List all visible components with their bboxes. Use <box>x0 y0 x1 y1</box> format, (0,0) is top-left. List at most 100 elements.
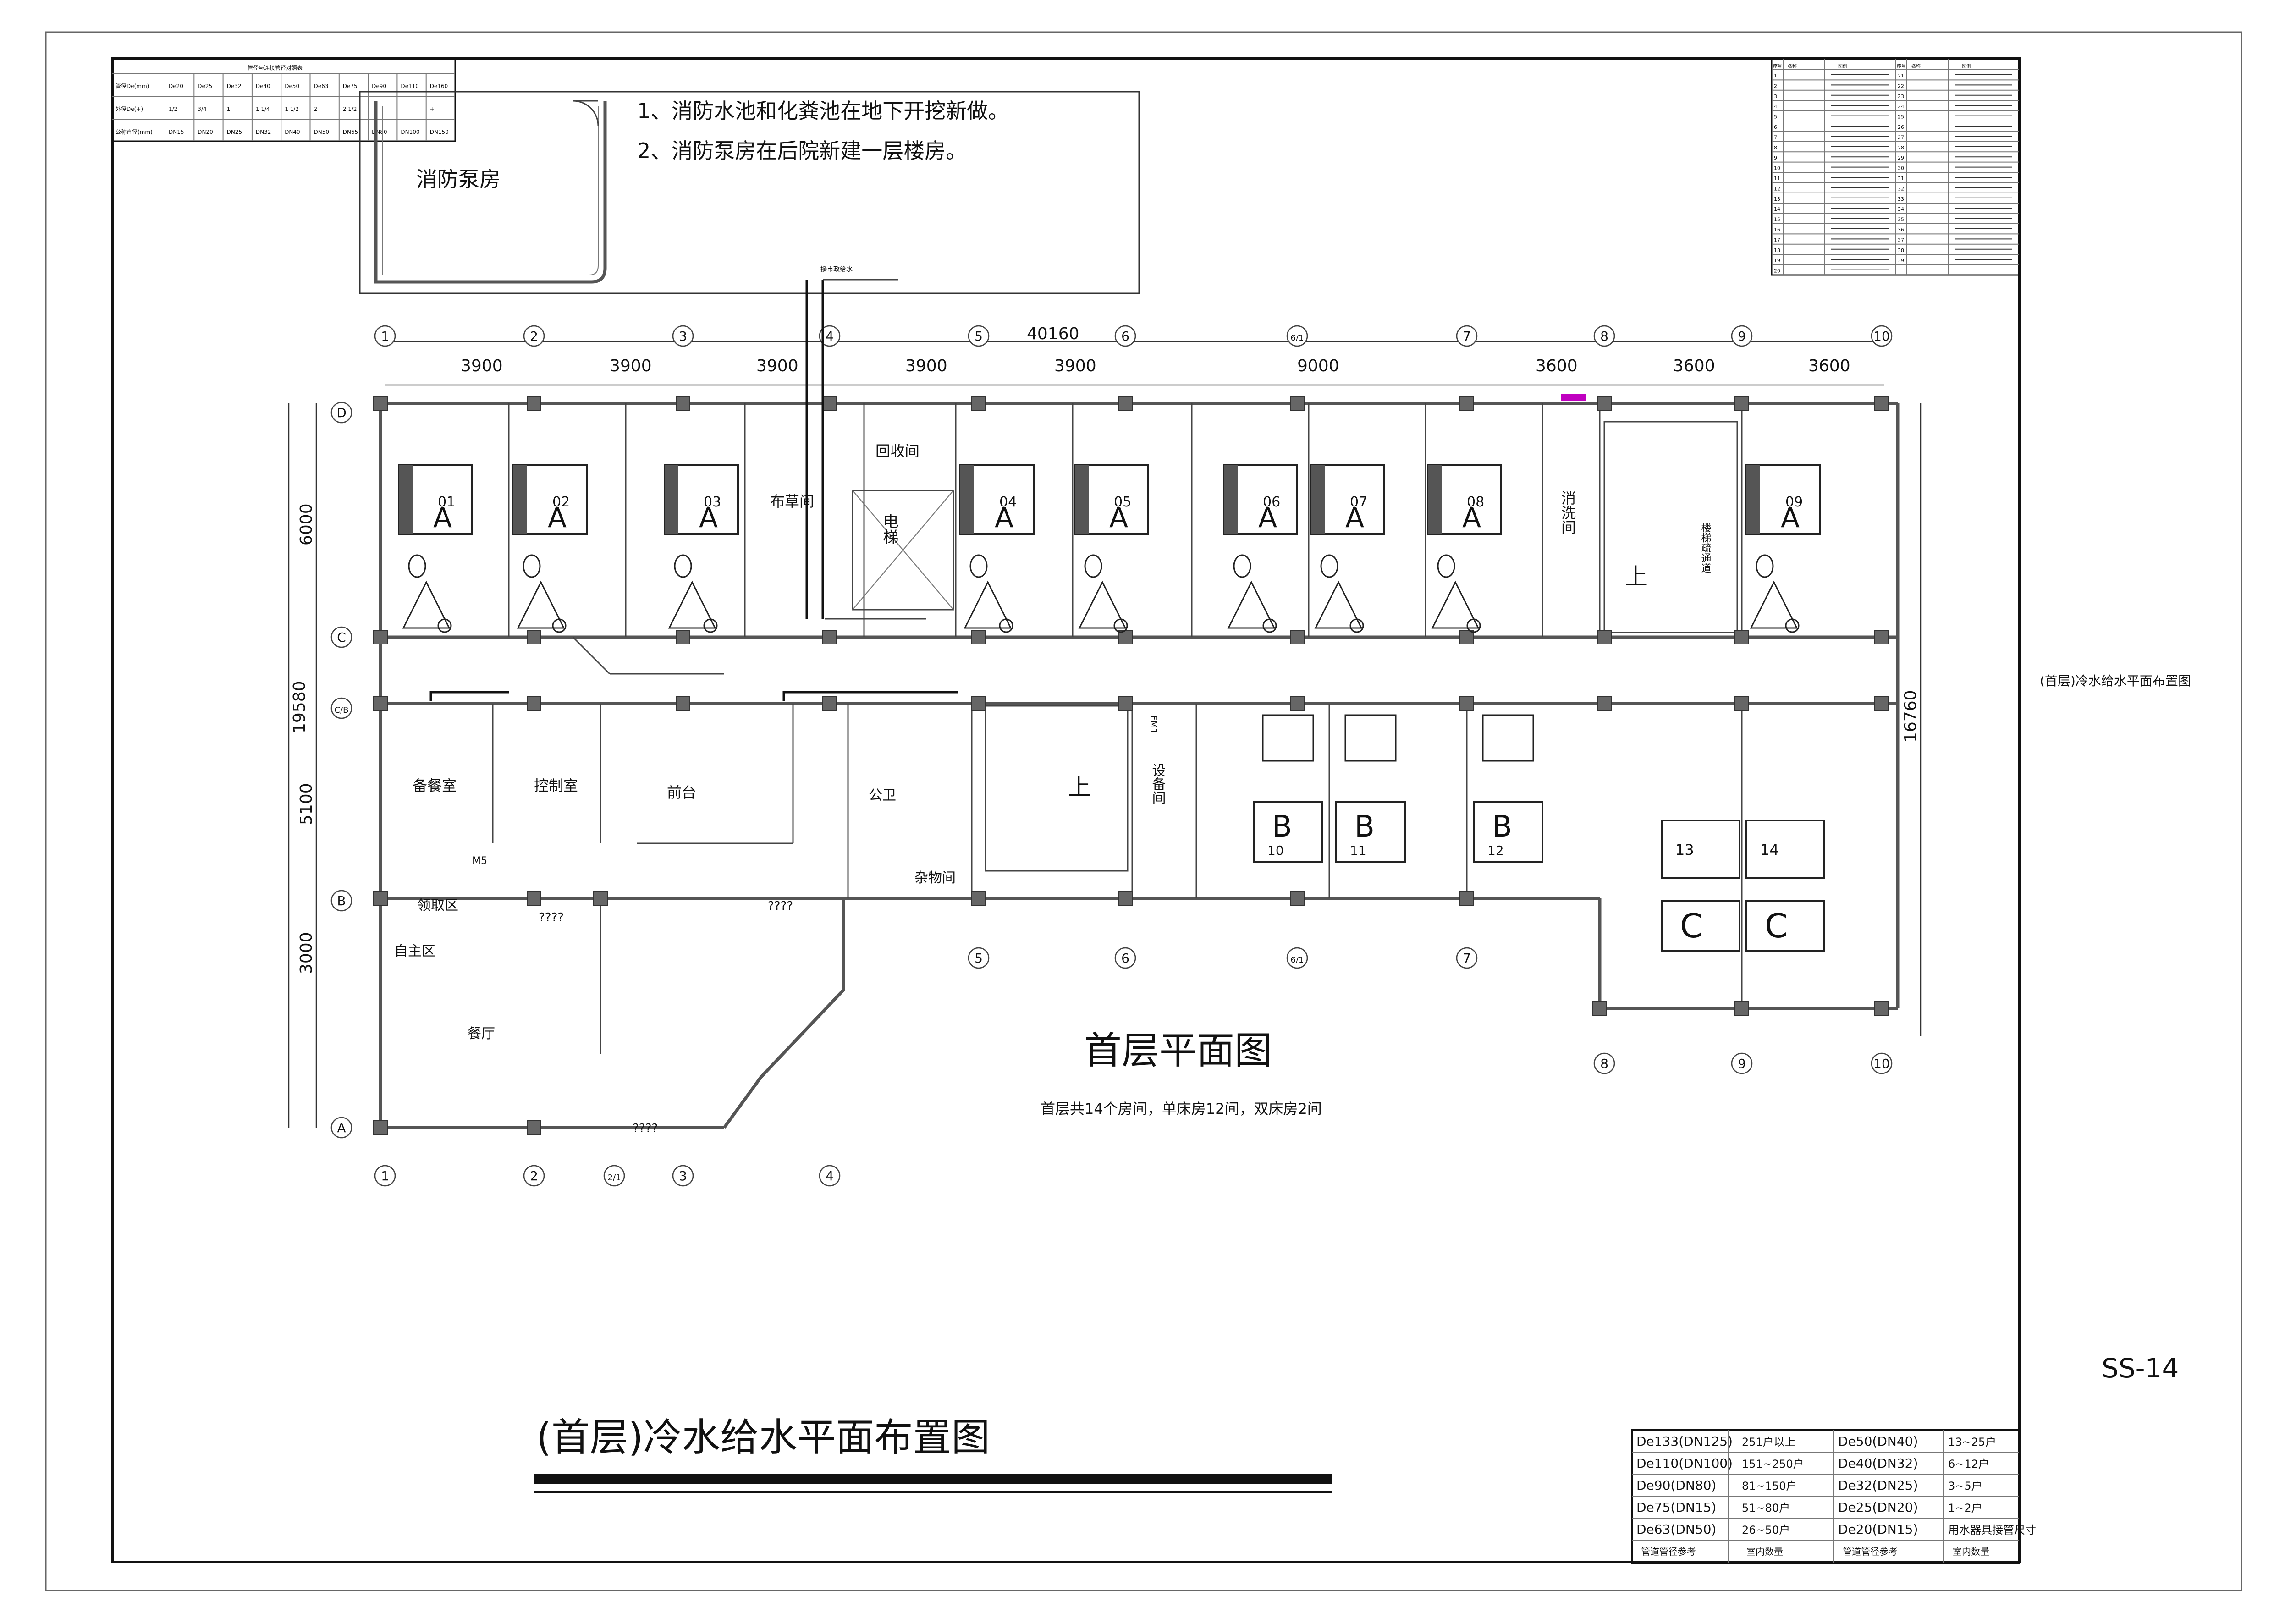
pipe-valve-magenta <box>1561 394 1586 401</box>
dim-top-span: 3900 <box>610 357 652 375</box>
legend-number: 23 <box>1898 94 1904 99</box>
dim-top-span: 3900 <box>1054 357 1096 375</box>
axis-label: C/B <box>335 705 349 715</box>
axis-label: 8 <box>1600 329 1608 344</box>
dim-total-width: 40160 <box>1027 325 1079 343</box>
column <box>527 630 541 644</box>
axis-label: 10 <box>1873 329 1890 344</box>
room-number: 14 <box>1760 841 1779 859</box>
axis-label: 4 <box>826 1168 834 1184</box>
column <box>373 891 388 906</box>
flow-footer: 管道管径参考 <box>1843 1546 1898 1557</box>
axis-bubble <box>603 1165 625 1187</box>
flow-cell: De32(DN25) <box>1838 1478 1918 1493</box>
water-supply-pipes: 接市政给水 <box>429 265 1586 701</box>
bed-headboard <box>399 465 413 534</box>
axis-bubble <box>1871 1052 1893 1074</box>
legend-header: 序号 <box>1773 63 1782 69</box>
label-unknown-2: ???? <box>768 899 793 913</box>
axis-label: 7 <box>1463 951 1471 966</box>
legend-number: 1 <box>1774 73 1777 79</box>
bed-headboard <box>1428 465 1442 534</box>
column <box>1597 396 1612 411</box>
flow-cell: 13~25户 <box>1948 1436 1996 1448</box>
flow-cell: De90(DN80) <box>1636 1478 1716 1493</box>
label-recycle: 回收间 <box>875 442 920 460</box>
flow-cell: De20(DN15) <box>1838 1522 1918 1537</box>
axis-bubble <box>1731 325 1753 347</box>
axis-label: 2 <box>530 1168 538 1184</box>
room-number: 09 <box>1785 494 1803 510</box>
pipe-table-cell: De63 <box>314 83 329 89</box>
pump-room-label: 消防泵房 <box>416 167 501 192</box>
flow-cell: 3~5户 <box>1948 1480 1982 1492</box>
axis-label: 5 <box>975 329 983 344</box>
column <box>1459 696 1474 711</box>
column <box>1874 696 1889 711</box>
legend-number: 38 <box>1898 248 1904 253</box>
bed <box>1745 900 1825 952</box>
flow-footer: 管道管径参考 <box>1641 1546 1696 1557</box>
label-escape: 楼梯疏通道 <box>1700 523 1712 573</box>
basin-icon <box>1785 618 1800 633</box>
legend-number: 21 <box>1898 73 1904 79</box>
column <box>1118 696 1133 711</box>
toilet-icon <box>523 554 541 578</box>
dim-top-span: 3600 <box>1536 357 1578 375</box>
column <box>373 1120 388 1135</box>
label-stair-up-top: 上 <box>1625 563 1648 590</box>
flow-cell: 6~12户 <box>1948 1458 1989 1470</box>
pipe-table-cell: 1 <box>227 106 231 112</box>
shower-icon <box>1078 580 1127 629</box>
room-labels: 布草间 回收间 电梯 消洗间 上 楼梯疏通道 备餐室 控制室 前台 公卫 杂物间… <box>394 442 1712 1135</box>
room-type: C <box>1680 907 1703 945</box>
bed <box>1661 820 1740 879</box>
basin-icon <box>1466 618 1481 633</box>
basin-icon <box>1349 618 1364 633</box>
room-number: 01 <box>438 494 455 510</box>
legend-number: 34 <box>1898 206 1904 212</box>
legend-number: 8 <box>1774 145 1777 151</box>
shower-icon <box>964 580 1012 629</box>
flow-cell: De75(DN15) <box>1636 1500 1716 1515</box>
label-door-m5-a: M5 <box>472 855 487 867</box>
legend-number: 13 <box>1774 196 1780 202</box>
legend-number: 17 <box>1774 237 1780 243</box>
pipe-table-cell: 2 <box>314 106 318 112</box>
column <box>527 396 541 411</box>
bed-headboard <box>665 465 678 534</box>
room-type: A <box>548 502 567 534</box>
flow-footer: 室内数量 <box>1746 1546 1783 1557</box>
bed-headboard <box>960 465 974 534</box>
legend-table: 序号名称图例序号名称图例1234567891011121314151617181… <box>1771 58 2020 276</box>
axis-bubble <box>672 1165 694 1187</box>
bed-headboard <box>1224 465 1238 534</box>
column <box>1290 696 1305 711</box>
legend-number: 4 <box>1774 104 1777 110</box>
legend-header: 序号 <box>1897 63 1906 69</box>
axis-label: B <box>337 893 346 908</box>
caption-underline-thick <box>534 1474 1332 1484</box>
dim-top-span: 9000 <box>1297 357 1339 375</box>
legend-number: 2 <box>1774 83 1777 89</box>
label-stair-up-mid: 上 <box>1068 774 1091 801</box>
axis-bubble <box>1456 947 1478 969</box>
axis-bubble <box>1114 947 1136 969</box>
column <box>1597 696 1612 711</box>
bed-headboard <box>1311 465 1325 534</box>
bed <box>1661 900 1740 952</box>
label-dining: 餐厅 <box>468 1026 495 1042</box>
note-2: 2、消防泵房在后院新建一层楼房。 <box>637 138 967 163</box>
bed-headboard <box>513 465 527 534</box>
room-number: 04 <box>999 494 1017 510</box>
axis-label: C <box>337 630 346 645</box>
pipe-table-cell: + <box>430 106 435 112</box>
bed-headboard <box>1075 465 1089 534</box>
basin-icon <box>552 618 567 633</box>
basin-icon <box>703 618 718 633</box>
pipe-table-cell: DN25 <box>227 129 242 135</box>
legend-header: 图例 <box>1962 63 1971 69</box>
label-reception: 前台 <box>667 784 696 801</box>
shower-icon <box>1314 580 1363 629</box>
